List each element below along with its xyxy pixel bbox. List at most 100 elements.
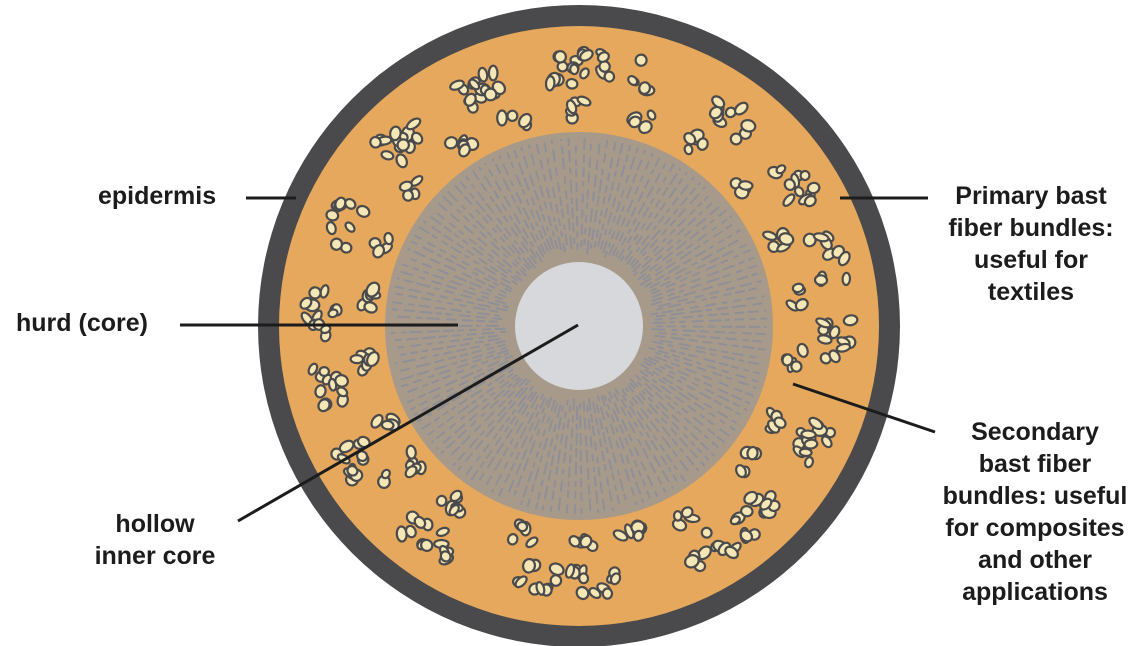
hurd-streak [564, 225, 565, 230]
hurd-streak [434, 288, 439, 289]
hurd-streak [567, 399, 568, 405]
hurd-streak [588, 468, 589, 480]
hurd-streak [552, 140, 553, 144]
hurd-streak [757, 281, 762, 282]
hurd-streak [593, 426, 594, 436]
hurd-streak [598, 143, 599, 154]
hurd-streak [466, 312, 471, 313]
hurd-streak [753, 387, 756, 388]
hurd-streak [450, 340, 460, 341]
hollow-inner-core [515, 262, 643, 390]
hurd-streak [657, 308, 664, 309]
hurd-streak [594, 467, 595, 472]
hurd-streak [709, 349, 717, 350]
hurd-streak [393, 302, 403, 303]
hurd-streak [591, 414, 592, 423]
hurd-streak [397, 278, 399, 279]
hurd-streak [566, 191, 567, 199]
hurd-streak [494, 315, 499, 316]
hurd-streak [439, 342, 444, 343]
secondary-label-line-2: bast fiber [935, 448, 1135, 480]
hurd-streak [605, 464, 606, 471]
hurd-streak [589, 227, 590, 237]
hurd-streak [485, 163, 486, 165]
hurd-streak [570, 235, 571, 249]
hurd-streak [521, 501, 522, 505]
hurd-streak [725, 339, 737, 340]
hurd-streak [463, 339, 473, 340]
hurd-streak [589, 485, 590, 495]
hurd-streak [598, 509, 599, 513]
hurd-streak [721, 351, 728, 352]
hurd-streak [721, 314, 729, 315]
hurd-streak [743, 340, 749, 341]
hurd-streak [602, 169, 603, 175]
primary-label-line-1: Primary bast [936, 180, 1126, 212]
hurd-streak [561, 481, 562, 492]
hurd-streak [653, 323, 666, 324]
hurd-streak [467, 334, 476, 335]
hurd-streak [615, 485, 616, 491]
hurd-streak [596, 491, 597, 504]
hurd-streak [597, 160, 598, 170]
hurd-streak [551, 506, 552, 512]
hurd-streak [762, 296, 765, 297]
hurd-streak [651, 329, 665, 330]
hurd-streak [410, 332, 423, 333]
hurd-streak [591, 243, 592, 248]
hurd-streak [419, 312, 432, 313]
hurd-streak [642, 499, 643, 503]
hurd-streak [586, 435, 587, 446]
hurd-streak [479, 337, 485, 338]
hurd-streak [558, 182, 559, 192]
primary-label-line-4: textiles [936, 276, 1126, 308]
hurd-streak [636, 502, 637, 505]
hurd-streak [671, 334, 677, 335]
hurd-streak [482, 333, 495, 334]
hurd-streak [565, 176, 566, 184]
hurd-streak [397, 317, 410, 318]
hurd-streak [591, 437, 592, 448]
hurd-streak [585, 417, 586, 429]
hurd-streak [730, 216, 732, 217]
hurd-streak [672, 487, 673, 489]
hurd-streak [570, 455, 571, 463]
hurd-streak [602, 224, 603, 230]
hurd-streak [733, 300, 741, 301]
primary-label-line-2: fiber bundles: [936, 212, 1126, 244]
hurd-streak [562, 209, 563, 218]
hurd-streak [589, 173, 590, 183]
hurd-label: hurd (core) [16, 307, 148, 339]
hurd-streak [601, 210, 602, 216]
hurd-streak [492, 318, 502, 319]
hurd-streak [556, 467, 557, 476]
hurd-streak [459, 315, 471, 316]
hurd-streak [562, 146, 563, 154]
hurd-streak [718, 344, 727, 345]
hurd-streak [598, 467, 599, 477]
hurd-streak [656, 315, 666, 316]
hurd-streak [658, 333, 666, 334]
epidermis-label: epidermis [98, 180, 216, 212]
hurd-streak [690, 311, 702, 312]
hurd-streak [598, 429, 599, 435]
hurd-streak [493, 159, 494, 161]
secondary-label-line-6: applications [935, 576, 1135, 608]
hurd-streak [711, 297, 717, 298]
hurd-streak [559, 498, 560, 511]
hollow-label-line-2: inner core [70, 540, 240, 572]
hurd-streak [697, 336, 706, 337]
hurd-streak [568, 490, 569, 497]
hurd-streak [749, 356, 756, 357]
hurd-streak [563, 158, 564, 170]
secondary-bast-label: Secondary bast fiber bundles: useful for… [935, 416, 1135, 608]
hurd-streak [499, 156, 501, 159]
hurd-streak [571, 180, 572, 194]
hurd-streak [597, 457, 598, 463]
hurd-streak [655, 319, 663, 320]
hurd-streak [422, 337, 436, 338]
hurd-streak [462, 320, 473, 321]
hurd-streak [560, 196, 561, 205]
hurd-streak [569, 467, 570, 478]
hurd-streak [447, 303, 453, 304]
